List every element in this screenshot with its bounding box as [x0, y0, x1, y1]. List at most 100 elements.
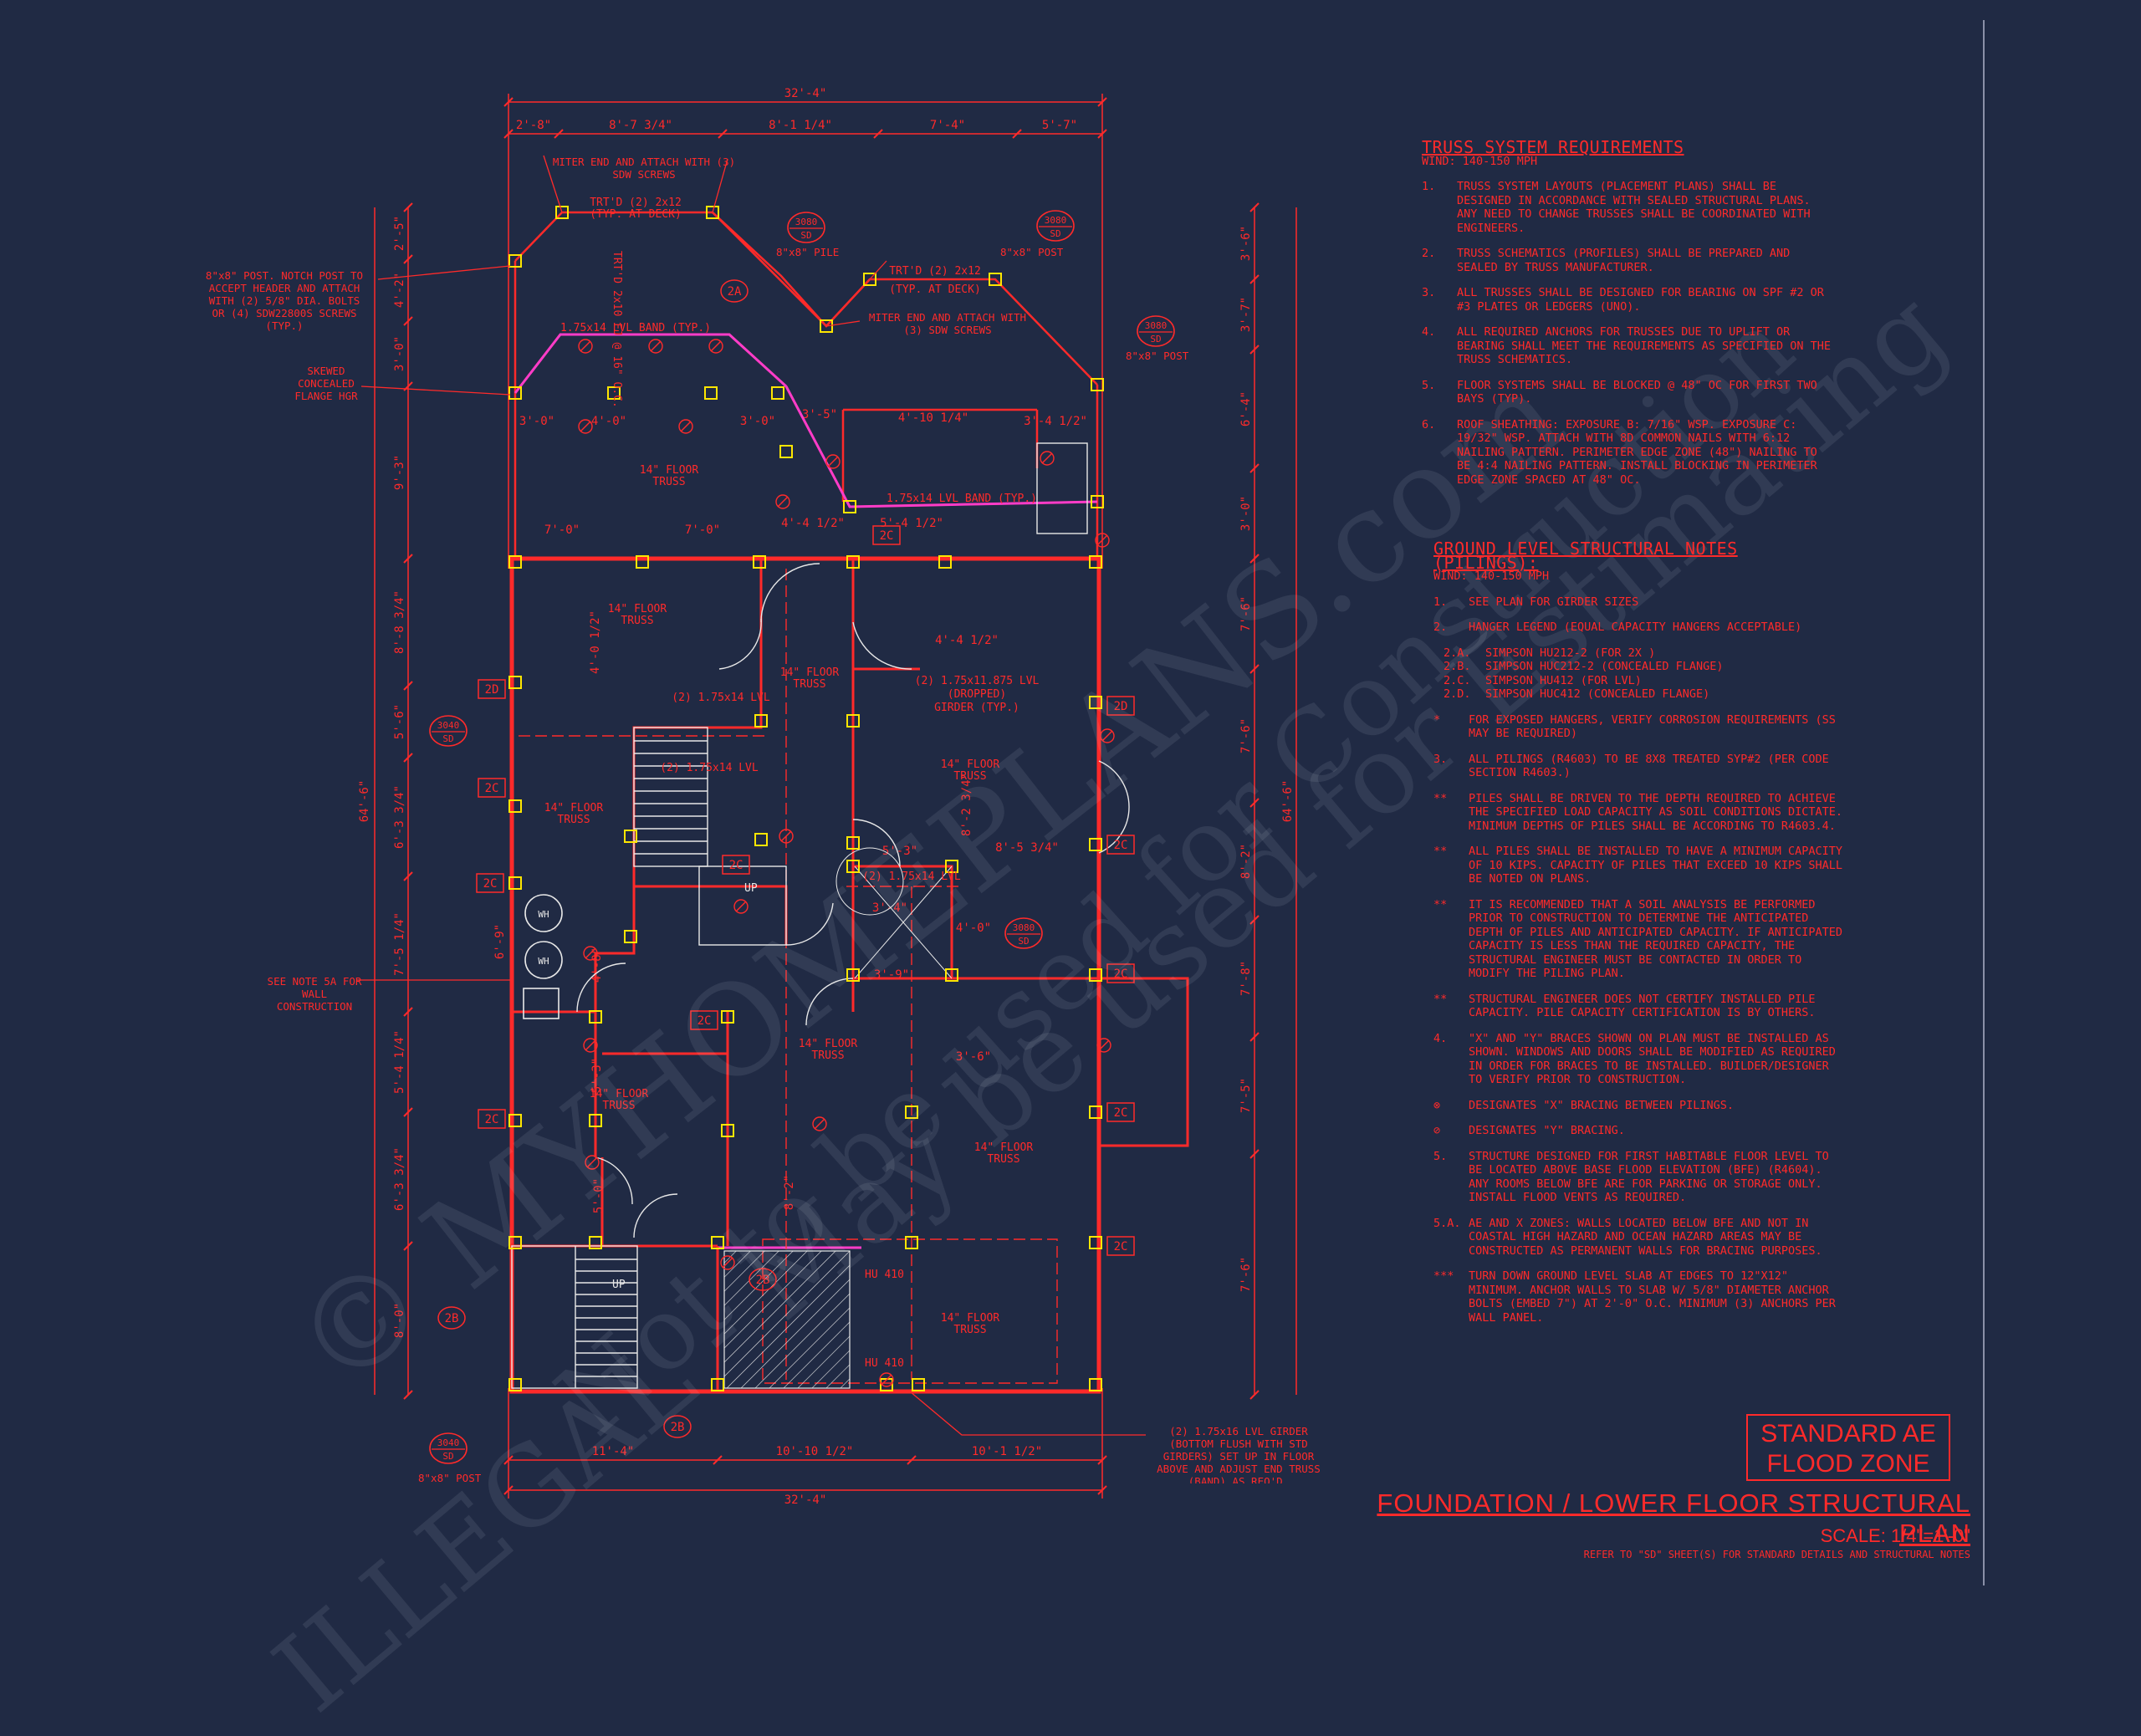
exterior-walls — [509, 556, 1101, 1394]
note-text: SIMPSON HU412 (FOR LVL) — [1485, 673, 1642, 687]
dimension-tick — [1249, 1149, 1260, 1159]
girder-callout: (2) 1.75x16 LVL GIRDER (BOTTOM FLUSH WIT… — [1157, 1425, 1321, 1483]
note-item: *FOR EXPOSED HANGERS, VERIFY CORROSION R… — [1433, 713, 1843, 741]
y-brace-marker — [879, 1372, 894, 1387]
hanger-tag: 2C — [729, 859, 743, 872]
note-number: 5.A. — [1433, 1216, 1461, 1230]
truss-label-8: TRUSS — [602, 1100, 635, 1112]
y-brace-marker — [775, 494, 790, 509]
piling — [779, 445, 793, 458]
detail-bubble-outline — [1036, 210, 1075, 242]
dimension-tick — [873, 129, 883, 139]
piling — [508, 1378, 522, 1391]
piling — [636, 555, 649, 569]
piling — [846, 968, 860, 982]
piling — [771, 386, 784, 400]
note-text: TRUSS SYSTEM LAYOUTS (PLACEMENT PLANS) S… — [1457, 180, 1811, 235]
dimension-tick — [1249, 915, 1260, 925]
truss-notes-list: 1.TRUSS SYSTEM LAYOUTS (PLACEMENT PLANS)… — [1422, 180, 1832, 487]
y-brace-marker — [779, 829, 794, 844]
y-brace-marker — [1096, 1038, 1111, 1053]
note-number: ⊗ — [1433, 1098, 1441, 1112]
dimension-text: 11'-4" — [592, 1445, 635, 1458]
piling — [754, 833, 768, 846]
dimension-tick — [503, 97, 514, 107]
hanger-tag: 2C — [483, 877, 498, 891]
dimension-lines — [374, 94, 1297, 1499]
note-number: ** — [1433, 897, 1448, 911]
hanger-tag-outline — [478, 1109, 506, 1129]
truss-label-11: 14" FLOOR — [941, 758, 1000, 771]
detail-bubble-number: 3080 — [1145, 320, 1168, 331]
drawing-background — [0, 0, 2141, 1606]
piling — [1089, 1378, 1102, 1391]
hanger-tag: 2C — [1114, 1106, 1128, 1120]
y-brace-slash — [780, 830, 792, 842]
piling — [706, 206, 719, 219]
piling — [754, 714, 768, 728]
hanger-tag: 2D — [485, 683, 499, 697]
note-text: TURN DOWN GROUND LEVEL SLAB AT EDGES TO … — [1469, 1269, 1836, 1325]
hanger-tag: 2C — [880, 529, 894, 543]
note-text: ROOF SHEATHING: EXPOSURE B: 7/16" WSP. E… — [1457, 417, 1817, 487]
interior-dimension: 4'-8" — [590, 947, 604, 983]
dimension-tick — [907, 1455, 917, 1465]
truss-label-12: TRUSS — [953, 770, 986, 783]
detail-bubble-outline — [429, 1432, 468, 1464]
dimension-text: 7'-6" — [1239, 1257, 1253, 1292]
water-heaters — [523, 894, 563, 1019]
dimension-text: 10'-10 1/2" — [776, 1445, 854, 1458]
y-brace-marker — [585, 1155, 600, 1170]
dimension-ticks — [403, 97, 1260, 1495]
detail-bubble-sheet: SD — [1150, 334, 1161, 345]
interior-dimension: 4'-0 1/2" — [589, 610, 602, 674]
truss-label-2: TRUSS — [652, 476, 685, 488]
hanger-tag-outline — [478, 679, 506, 699]
ground-notes: GROUND LEVEL STRUCTURAL NOTES (PILINGS):… — [1433, 540, 1843, 1336]
note-item: ⊘DESIGNATES "Y" BRACING. — [1433, 1124, 1843, 1138]
stairs — [511, 442, 1088, 1389]
note-text: SEE PLAN FOR GIRDER SIZES — [1469, 595, 1639, 609]
lvl-label-3: (2) 1.75x14 LVL — [862, 871, 961, 883]
y-brace-slash — [827, 456, 839, 467]
lvl-label: (2) 1.75x14 LVL — [672, 692, 770, 704]
note-number: 1. — [1433, 595, 1448, 609]
deck-rim-label: TRT'D (2) 2x12 — [590, 197, 682, 209]
note-number: 2. — [1433, 620, 1448, 634]
miter-callout-2: MITER END AND ATTACH WITH (3) SDW SCREWS — [868, 311, 1027, 336]
interior-dimension: 5'-4 1/2" — [880, 517, 943, 530]
truss-notes: TRUSS SYSTEM REQUIREMENTS Wind: 140-150 … — [1422, 139, 1832, 498]
hanger-tag: 2C — [1114, 1240, 1128, 1253]
hanger-tag: 2A — [728, 285, 742, 299]
note-number: ⊘ — [1433, 1124, 1441, 1137]
note-item: 1.TRUSS SYSTEM LAYOUTS (PLACEMENT PLANS)… — [1422, 180, 1832, 235]
door-swings — [576, 563, 1130, 1238]
dimension-tick — [403, 753, 413, 763]
note-number: 4. — [1433, 1031, 1448, 1045]
piling — [589, 1010, 602, 1024]
note-item: 2.A.SIMPSON HU212-2 (FOR 2X ) — [1433, 646, 1843, 661]
dimension-text: 5'-6" — [393, 704, 406, 739]
dimension-tick — [1249, 664, 1260, 674]
detail-bubble-outline — [429, 715, 468, 747]
pile-callout: 8"x8" PILE — [776, 246, 839, 258]
interior-dimension: 8'-5 3/4" — [995, 841, 1059, 855]
y-brace-marker — [1040, 451, 1055, 466]
hanger-tag: 2C — [1114, 839, 1128, 852]
note-text: SIMPSON HUC212-2 (CONCEALED FLANGE) — [1485, 660, 1724, 673]
y-brace-slash — [586, 1156, 598, 1168]
dimension-tick — [503, 1455, 514, 1465]
detail-bubble-number: 3040 — [437, 1437, 460, 1448]
piling — [508, 1236, 522, 1249]
piling — [1089, 1105, 1102, 1119]
note-number: 5. — [1422, 378, 1436, 392]
piling — [753, 555, 766, 569]
piling — [989, 273, 1002, 286]
hanger-tag: 2C — [485, 1113, 499, 1126]
truss-label-4: TRUSS — [621, 615, 653, 627]
y-brace-slash — [1101, 730, 1113, 742]
interior-dimension: 3'-6" — [956, 1050, 991, 1064]
note-text: ALL PILES SHALL BE INSTALLED TO HAVE A M… — [1469, 845, 1843, 886]
